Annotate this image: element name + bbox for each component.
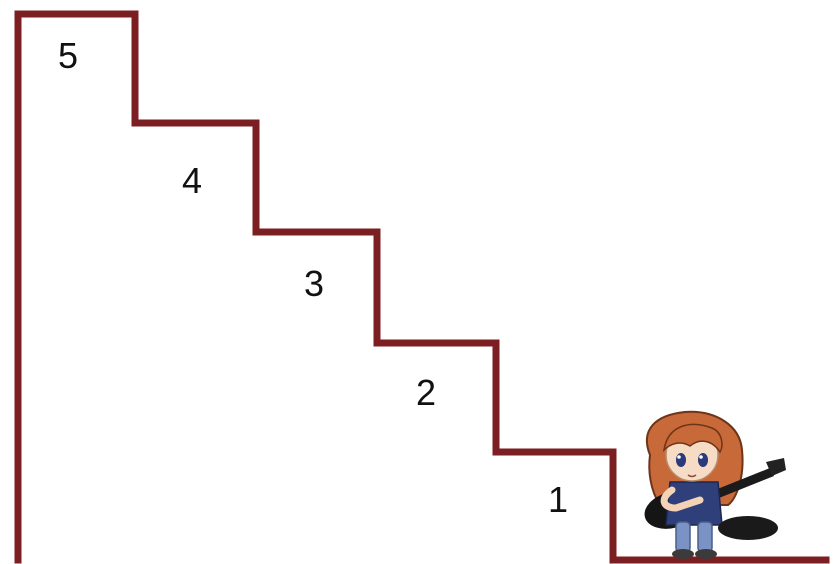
step-label-5: 5 [58, 35, 78, 76]
girl-with-guitar-icon [640, 412, 786, 559]
step-label-2: 2 [416, 372, 436, 413]
step-label-3: 3 [304, 263, 324, 304]
step-label-4: 4 [182, 160, 202, 201]
step-label-1: 1 [548, 479, 568, 520]
